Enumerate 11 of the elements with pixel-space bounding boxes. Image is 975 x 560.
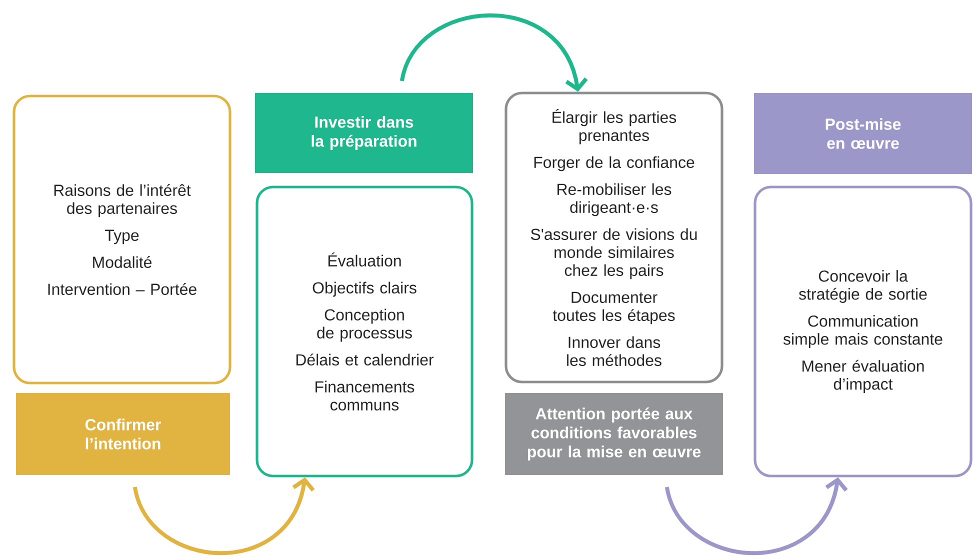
step-banner: Confirmer l’intention — [16, 393, 230, 475]
list-box: Évaluation Objectifs clairs Conception de processus Délais et calendrier Financements communs — [256, 186, 474, 478]
curved-arrow — [132, 477, 315, 556]
step-banner: Attention portée aux conditions favorables pour la mise en œuvre — [505, 393, 723, 475]
curved-arrow — [400, 13, 588, 92]
list-box: Élargir les parties prenantes Forger de la confiance Re-mobiliser les dirigeant·e·s S'assurer de visions du monde similaires chez les pairs Documenter toutes les étapes Innover dans les méthodes — [504, 92, 724, 384]
curved-arrow — [664, 477, 848, 556]
list-box: Concevoir la stratégie de sortie Communication simple mais constante Mener évaluation d’impact — [754, 186, 972, 478]
step-banner: Post-mise en œuvre — [754, 93, 972, 174]
list-box: Raisons de l’intérêt des partenaires Type Modalité Intervention – Portée — [12, 94, 232, 384]
step-banner: Investir dans la préparation — [255, 93, 473, 173]
